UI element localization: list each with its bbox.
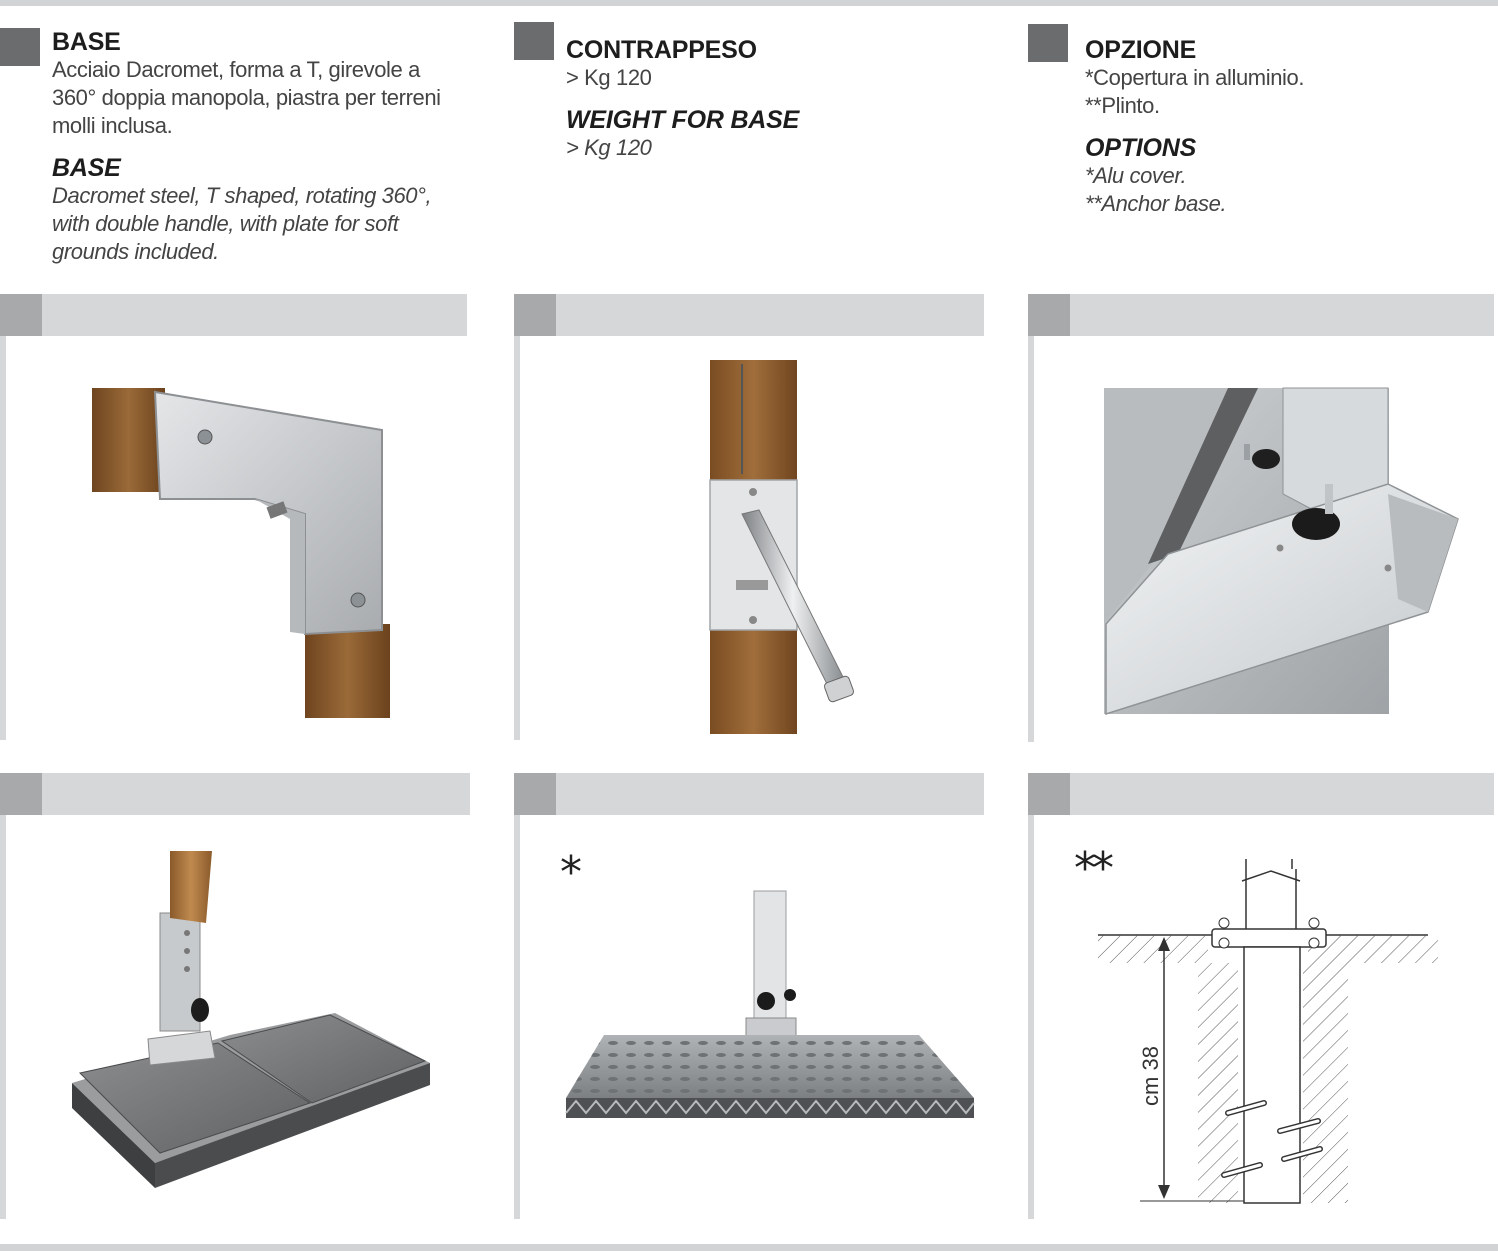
heading-en: WEIGHT FOR BASE <box>566 106 800 134</box>
base-plates-photo <box>72 851 430 1188</box>
panel-header-square <box>514 294 556 336</box>
text-en-line: grounds included. <box>52 239 219 264</box>
panel-rule <box>1028 815 1034 1219</box>
text-it-line: Acciaio Dacromet, forma a T, girevole a <box>52 57 420 82</box>
panel-rule <box>514 336 520 740</box>
section-square <box>1028 24 1068 62</box>
anchor-base-diagram <box>1098 855 1438 1204</box>
panel-rule <box>0 336 6 740</box>
panel-header-bar <box>0 773 470 815</box>
panel-header-square <box>1028 773 1070 815</box>
panel-t-joint <box>0 294 467 744</box>
anchor-dimension-label: cm 38 <box>1138 1046 1163 1106</box>
panel-alu-cover: * <box>514 773 984 1223</box>
panel-handle <box>514 294 984 744</box>
section-square <box>514 22 554 60</box>
panel-base-plates <box>0 773 470 1223</box>
panel-header-square <box>0 773 42 815</box>
panel-header-bar <box>514 294 984 336</box>
panel-rule <box>514 815 520 1219</box>
panel-rule <box>1028 336 1034 742</box>
text-it-line: *Copertura in alluminio. <box>1085 65 1305 90</box>
panel-header-square <box>514 773 556 815</box>
text-en-line: with double handle, with plate for soft <box>52 211 399 236</box>
cover-detail-photo <box>1104 387 1459 716</box>
section-square <box>0 28 40 66</box>
panel-rule <box>0 815 6 1219</box>
panel-anchor-base: ** <box>1028 773 1494 1223</box>
alu-cover-mark: * <box>560 847 582 898</box>
panel-header-bar <box>0 294 467 336</box>
t-joint-photo <box>92 388 390 718</box>
heading-it: OPZIONE <box>1085 36 1197 64</box>
top-rule <box>0 0 1498 6</box>
panel-header-bar <box>1028 773 1494 815</box>
text-en-line: > Kg 120 <box>566 135 652 160</box>
heading-en: OPTIONS <box>1085 134 1197 162</box>
text-it-line: **Plinto. <box>1085 93 1160 118</box>
text-en-line: **Anchor base. <box>1085 191 1227 216</box>
heading-it: BASE <box>52 28 121 56</box>
text-en-line: Dacromet steel, T shaped, rotating 360°, <box>52 183 432 208</box>
text-it-line: molli inclusa. <box>52 113 173 138</box>
handle-photo <box>709 360 855 734</box>
panel-header-bar <box>1028 294 1494 336</box>
panel-header-square <box>0 294 42 336</box>
anchor-base-mark: ** <box>1074 843 1114 894</box>
panel-header-bar <box>514 773 984 815</box>
text-it-line: > Kg 120 <box>566 65 652 90</box>
text-en-line: *Alu cover. <box>1085 163 1187 188</box>
alu-cover-photo <box>565 890 975 1118</box>
panel-header-square <box>1028 294 1070 336</box>
heading-it: CONTRAPPESO <box>566 36 757 64</box>
heading-en: BASE <box>52 154 121 182</box>
bottom-rule <box>0 1244 1498 1251</box>
panel-cover-detail <box>1028 294 1494 746</box>
text-it-line: 360° doppia manopola, piastra per terren… <box>52 85 441 110</box>
